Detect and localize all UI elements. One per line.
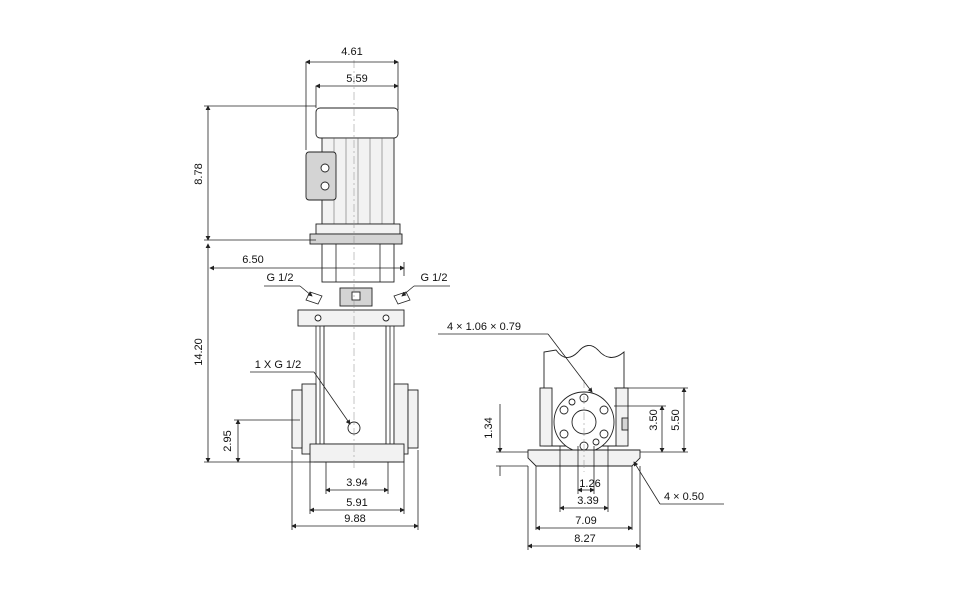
dim-height-mid: 3.50 (648, 409, 660, 430)
base-view-dimensions (438, 333, 724, 550)
bolt-hole-icon (592, 438, 600, 446)
bolt-hole-icon (599, 429, 609, 439)
bolt-hole-icon (599, 405, 609, 415)
bolt-hole-icon (568, 398, 576, 406)
dim-flange-width: 6.50 (242, 254, 263, 266)
dim-motor-width: 4.61 (341, 46, 362, 58)
terminal-gland-icon (320, 163, 330, 173)
dim-port-left: G 1/2 (267, 272, 294, 284)
vent-port-left (305, 291, 323, 305)
dim-height-left: 1.34 (483, 417, 495, 438)
pump-base (309, 443, 405, 463)
motor-fan-cover (315, 107, 399, 139)
dim-drain-port: 1 X G 1/2 (255, 359, 301, 371)
head-plug (351, 291, 361, 301)
coupling-guard (321, 243, 395, 283)
dim-a: 1.26 (579, 478, 600, 490)
dim-pump-height: 14.20 (193, 338, 205, 366)
inlet-flange (301, 383, 317, 455)
vent-port-right (393, 291, 411, 305)
inlet-flange-face (291, 389, 303, 449)
base-view-pump (527, 345, 641, 472)
bolt-icon (314, 314, 322, 322)
bolt-hole-icon (559, 429, 569, 439)
motor-flange (315, 223, 401, 235)
coupling-flange (309, 233, 403, 245)
dim-inlet-height: 2.95 (222, 430, 234, 451)
outlet-flange (393, 383, 409, 455)
side-flange (615, 387, 629, 447)
dim-port-right: G 1/2 (421, 272, 448, 284)
front-view-dimensions (204, 59, 450, 530)
dim-b: 3.39 (577, 495, 598, 507)
dimension-labels: 4.61 5.59 8.78 6.50 G 1/2 G 1/2 14.20 1 … (193, 46, 704, 545)
dim-motor-height: 8.78 (193, 163, 205, 184)
terminal-box (305, 151, 337, 201)
dim-d: 8.27 (574, 533, 595, 545)
dim-base-middle: 5.91 (346, 497, 367, 509)
dim-flange-holes: 4 × 1.06 × 0.79 (447, 321, 521, 333)
dim-c: 7.09 (575, 515, 596, 527)
dim-base-overall: 9.88 (344, 513, 365, 525)
front-view-pump (291, 60, 419, 470)
dim-height-right: 5.50 (670, 409, 682, 430)
side-flange (539, 387, 553, 447)
dim-base-inner: 3.94 (346, 477, 367, 489)
dim-mount-holes: 4 × 0.50 (664, 491, 704, 503)
bolt-icon (382, 314, 390, 322)
terminal-gland-icon (320, 181, 330, 191)
outlet-flange-face (407, 389, 419, 449)
bolt-hole-icon (559, 405, 569, 415)
dim-motor-top-width: 5.59 (346, 73, 367, 85)
side-plug (621, 417, 629, 431)
